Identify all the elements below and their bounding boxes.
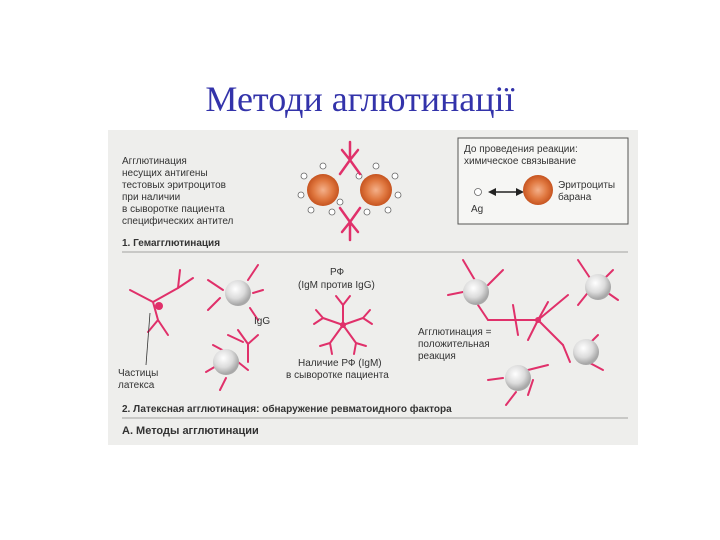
agglutination-line: реакция xyxy=(418,351,456,362)
latex-particle xyxy=(505,365,531,391)
igm-pentamer xyxy=(313,295,373,355)
legend-title-line: химическое связывание xyxy=(464,156,576,167)
description-line: специфических антител xyxy=(122,215,234,227)
section1-heading: 1. Гемагглютинация xyxy=(122,238,220,249)
rf-presence-line: Наличие РФ (IgM) xyxy=(298,358,382,369)
latex-particle xyxy=(225,280,251,306)
antigen-dots xyxy=(297,162,402,216)
erythrocyte-icon xyxy=(523,175,553,205)
ag-label: Ag xyxy=(471,204,483,215)
latex-particle xyxy=(213,349,239,375)
latex-particle xyxy=(585,274,611,300)
igg-label: IgG xyxy=(254,316,270,327)
rbc-label-line: Эритроциты xyxy=(558,180,615,191)
figure-canvas: Агглютинация несущих антигены тестовых э… xyxy=(118,137,629,437)
rf-label-line: РФ xyxy=(330,267,345,278)
description-line: тестовых эритроцитов xyxy=(122,180,226,191)
rf-presence-line: в сыворотке пациента xyxy=(286,370,389,381)
agglutination-figure: Агглютинация несущих антигены тестовых э… xyxy=(108,130,638,445)
description-line: несущих антигены xyxy=(122,168,208,179)
erythrocyte xyxy=(360,174,392,206)
double-arrow-icon xyxy=(488,188,524,196)
latex-label-line: Частицы xyxy=(118,368,158,379)
agglutination-line: положительная xyxy=(418,339,490,350)
rbc-label-line: барана xyxy=(558,191,592,203)
rf-label-line: (IgM против IgG) xyxy=(298,280,375,291)
agglutination-cluster xyxy=(447,259,619,406)
antibody-bridge xyxy=(338,140,362,242)
panel-title: А. Методы агглютинации xyxy=(122,425,259,437)
igm-core xyxy=(535,317,541,323)
section2-heading: 2. Латексная агглютинация: обнаружение р… xyxy=(122,403,452,415)
legend-box: До проведения реакции: химическое связыв… xyxy=(457,137,629,225)
hemagglutination-illustration xyxy=(297,140,402,242)
latex-label-line: латекса xyxy=(118,380,155,391)
description-line: в сыворотке пациента xyxy=(122,204,225,215)
legend-title-line: До проведения реакции: xyxy=(464,144,578,155)
description-line: Агглютинация xyxy=(122,156,187,167)
latex-particle xyxy=(573,339,599,365)
erythrocyte xyxy=(307,174,339,206)
pointer-line xyxy=(145,312,151,366)
slide-title: Методи аглютинації xyxy=(205,79,515,119)
agglutination-line: Агглютинация = xyxy=(418,327,492,338)
section1-description: Агглютинация несущих антигены тестовых э… xyxy=(122,156,234,227)
latex-particle xyxy=(463,279,489,305)
description-line: при наличии xyxy=(122,192,180,203)
antigen-icon xyxy=(474,188,482,196)
